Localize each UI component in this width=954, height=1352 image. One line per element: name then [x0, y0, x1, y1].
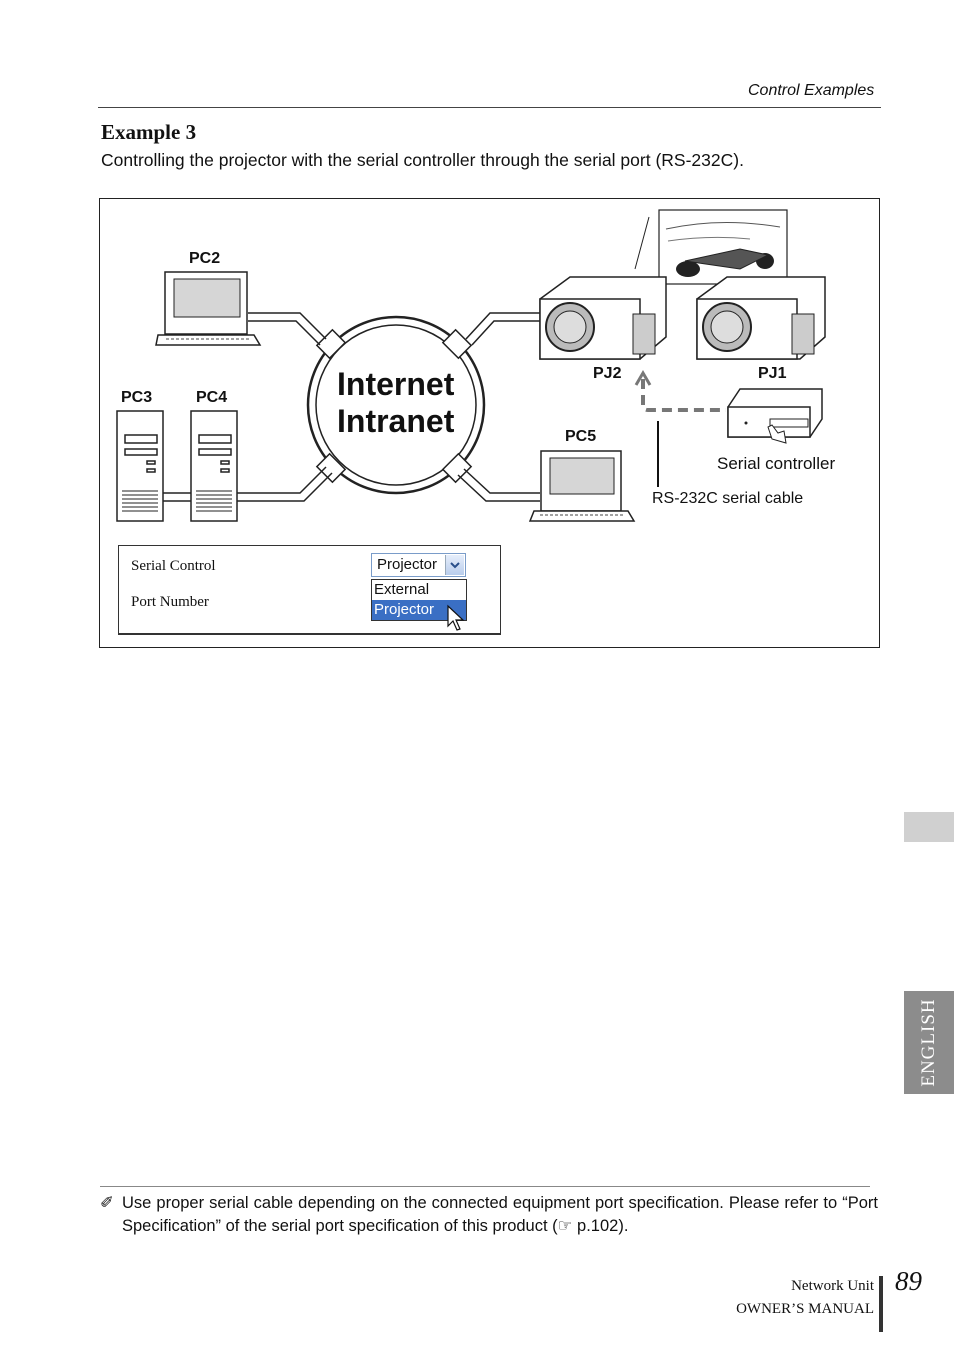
pj1-label: PJ1: [758, 365, 787, 382]
serial-control-selected-value: Projector: [377, 556, 438, 573]
example-title: Example 3: [101, 120, 197, 144]
pc2-laptop: [155, 271, 262, 346]
network-diagram: PC2 PC3 PC4 PC5 PJ2 PJ1 Internet Intrane…: [99, 198, 880, 648]
pc3-label: PC3: [121, 389, 153, 406]
section-header: Control Examples: [748, 82, 875, 99]
serial-settings-panel: Serial Control Port Number: [118, 545, 501, 635]
serial-control-select[interactable]: Projector: [371, 553, 466, 577]
ring-connector: [441, 452, 473, 484]
example-description: Controlling the projector with the seria…: [101, 150, 744, 170]
network-ring: [306, 315, 486, 495]
ring-connector: [441, 328, 473, 360]
footer-product: Network Unit: [791, 1278, 874, 1294]
serial-cable-label: RS-232C serial cable: [652, 490, 804, 507]
pc3-tower: [116, 410, 164, 522]
header-rule: [98, 107, 881, 108]
option-external[interactable]: External: [374, 581, 430, 598]
pc4-label: PC4: [196, 389, 228, 406]
note-page-ref: p.102: [577, 1217, 619, 1235]
diagram-graphics: [116, 209, 826, 522]
note-paragraph: ✐ Use proper serial cable depending on t…: [100, 1192, 878, 1238]
port-number-label: Port Number: [131, 594, 209, 610]
network-label-intranet: Intranet: [337, 403, 455, 439]
note-text: Use proper serial cable depending on the…: [122, 1194, 878, 1235]
mouse-cursor-icon: [447, 604, 465, 631]
footer-manual: OWNER’S MANUAL: [736, 1301, 874, 1317]
pc5-laptop: [528, 450, 636, 522]
footer-bar: [879, 1276, 883, 1332]
serial-cable-line: [641, 379, 726, 412]
pc5-label: PC5: [565, 428, 597, 445]
chevron-down-icon[interactable]: [445, 555, 464, 575]
pencil-icon: ✐: [100, 1194, 114, 1212]
pc4-tower: [190, 410, 238, 522]
note-rule: [100, 1186, 870, 1187]
language-tab: ENGLISH: [904, 991, 954, 1094]
pointing-hand-icon: ☞: [557, 1217, 578, 1235]
projection-screen: [634, 209, 788, 285]
side-tab-marker: [904, 812, 954, 842]
serial-controller-label: Serial controller: [717, 454, 836, 473]
serial-controller-device: [727, 388, 823, 444]
pj2-label: PJ2: [593, 365, 622, 382]
pj1-projector: [696, 276, 826, 360]
serial-control-label: Serial Control: [131, 558, 216, 574]
option-projector[interactable]: Projector: [372, 600, 466, 620]
pc2-label: PC2: [189, 250, 221, 267]
page-number: 89: [895, 1266, 922, 1296]
pj2-projector: [539, 276, 667, 360]
note-text-end: ).: [618, 1217, 629, 1235]
network-label-internet: Internet: [337, 366, 455, 402]
language-tab-label: ENGLISH: [918, 998, 939, 1087]
ring-connector: [315, 452, 347, 484]
